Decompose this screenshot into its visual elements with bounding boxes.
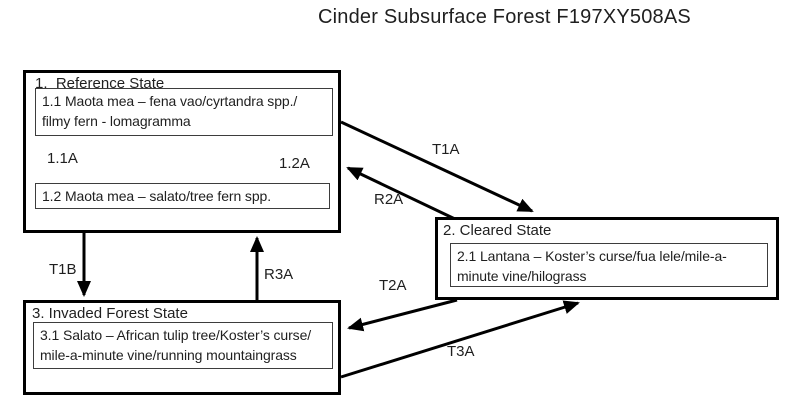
transition-label-r3a: R3A: [264, 266, 294, 283]
transition-label-t1a: T1A: [432, 141, 460, 158]
community-text-line: minute vine/hilograss: [457, 268, 587, 284]
community-text-line: 2.1 Lantana – Koster’s curse/fua lele/mi…: [457, 248, 727, 264]
community-text-line: 1.1 Maota mea – fena vao/cyrtandra spp./: [42, 93, 298, 109]
community-box-3-1: 3.1 Salato – African tulip tree/Koster’s…: [33, 322, 333, 369]
community-text-line: mile-a-minute vine/running mountaingrass: [40, 347, 297, 363]
state-box-cleared: 2. Cleared State 2.1 Lantana – Koster’s …: [435, 217, 779, 300]
community-box-2-1: 2.1 Lantana – Koster’s curse/fua lele/mi…: [450, 243, 768, 287]
community-text-line: 1.2 Maota mea – salato/tree fern spp.: [42, 188, 271, 204]
state-box-invaded-forest: 3. Invaded Forest State 3.1 Salato – Afr…: [23, 300, 341, 395]
transition-arrow-r2a: [346, 166, 456, 221]
diagram-title: Cinder Subsurface Forest F197XY508AS: [318, 6, 691, 28]
pathway-label-1-1a: 1.1A: [47, 150, 78, 167]
state-heading-invaded-forest: 3. Invaded Forest State: [32, 305, 188, 322]
transition-label-t3a: T3A: [447, 343, 475, 360]
transition-arrow-t3a: [340, 300, 580, 379]
community-text-line: 3.1 Salato – African tulip tree/Koster’s…: [40, 327, 312, 343]
community-box-1-1: 1.1 Maota mea – fena vao/cyrtandra spp./…: [35, 88, 333, 136]
community-text-line: filmy fern - lomagramma: [42, 113, 191, 129]
transition-label-r2a: R2A: [374, 191, 404, 208]
transition-arrow-t2a: [347, 298, 458, 332]
community-box-1-2: 1.2 Maota mea – salato/tree fern spp.: [35, 183, 330, 209]
transition-label-t1b: T1B: [49, 261, 77, 278]
transition-arrow-t1a: [340, 120, 534, 213]
state-heading-cleared: 2. Cleared State: [443, 222, 552, 239]
state-box-reference: 1. Reference State 1.1 Maota mea – fena …: [23, 70, 341, 233]
transition-label-t2a: T2A: [379, 277, 407, 294]
state-heading-reference: 1. Reference State: [35, 75, 165, 92]
pathway-label-1-2a: 1.2A: [279, 155, 310, 172]
